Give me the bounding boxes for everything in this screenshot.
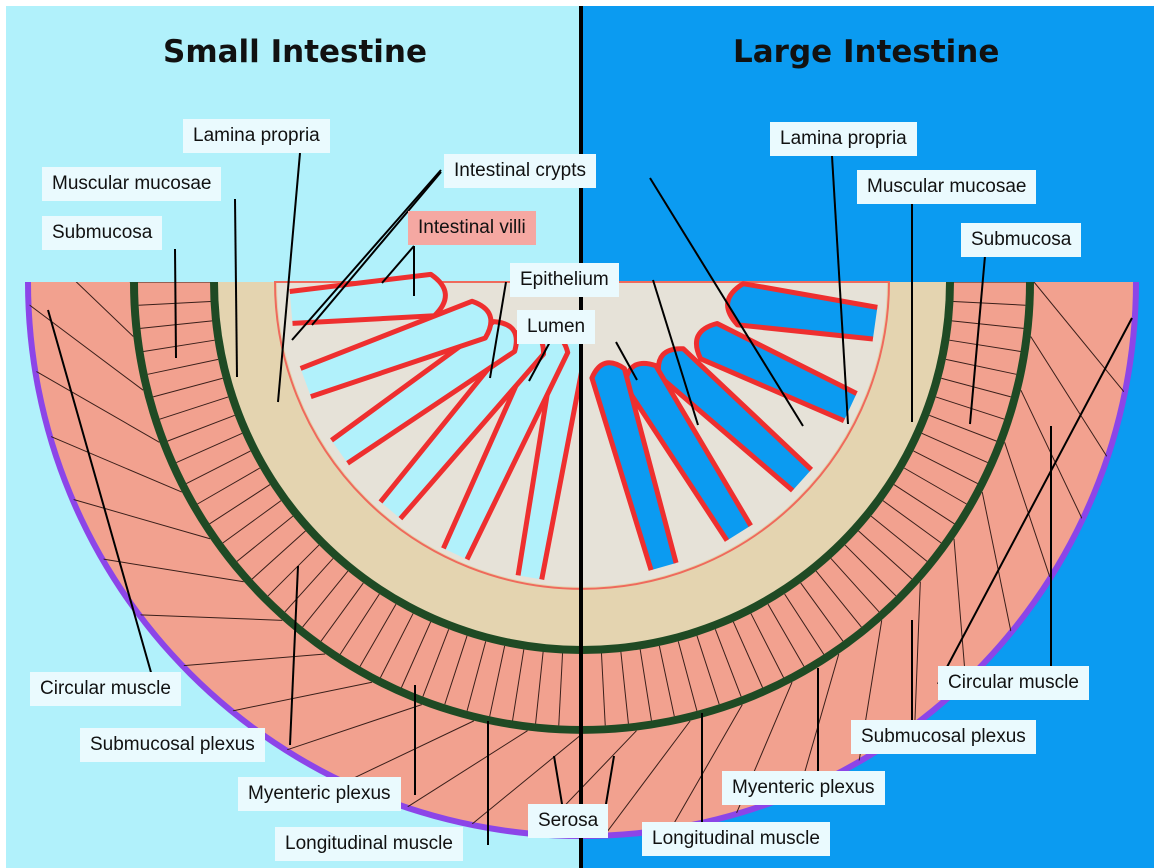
label-myenteric-plexus-right: Myenteric plexus bbox=[722, 771, 885, 805]
label-submucosal-plexus-right: Submucosal plexus bbox=[851, 720, 1036, 754]
small-intestine-title: Small Intestine bbox=[163, 34, 427, 70]
label-submucosa-left: Submucosa bbox=[42, 216, 162, 250]
label-longitudinal-muscle-left: Longitudinal muscle bbox=[275, 827, 463, 861]
label-longitudinal-muscle-right: Longitudinal muscle bbox=[642, 822, 830, 856]
label-lumen: Lumen bbox=[517, 310, 595, 344]
label-circular-muscle-left: Circular muscle bbox=[30, 672, 181, 706]
label-muscular-mucosae-right: Muscular mucosae bbox=[857, 170, 1036, 204]
large-intestine-title: Large Intestine bbox=[733, 34, 999, 70]
label-serosa: Serosa bbox=[528, 804, 608, 838]
label-muscular-mucosae-left: Muscular mucosae bbox=[42, 167, 221, 201]
leader-line bbox=[175, 249, 176, 358]
label-intestinal-villi: Intestinal villi bbox=[408, 211, 536, 245]
label-myenteric-plexus-left: Myenteric plexus bbox=[238, 777, 401, 811]
label-circular-muscle-right: Circular muscle bbox=[938, 666, 1089, 700]
label-submucosal-plexus-left: Submucosal plexus bbox=[80, 728, 265, 762]
label-submucosa-right: Submucosa bbox=[961, 223, 1081, 257]
label-lamina-propria-left: Lamina propria bbox=[183, 119, 330, 153]
label-intestinal-crypts: Intestinal crypts bbox=[444, 154, 596, 188]
center-divider bbox=[579, 6, 583, 868]
label-lamina-propria-right: Lamina propria bbox=[770, 122, 917, 156]
label-epithelium: Epithelium bbox=[510, 263, 619, 297]
